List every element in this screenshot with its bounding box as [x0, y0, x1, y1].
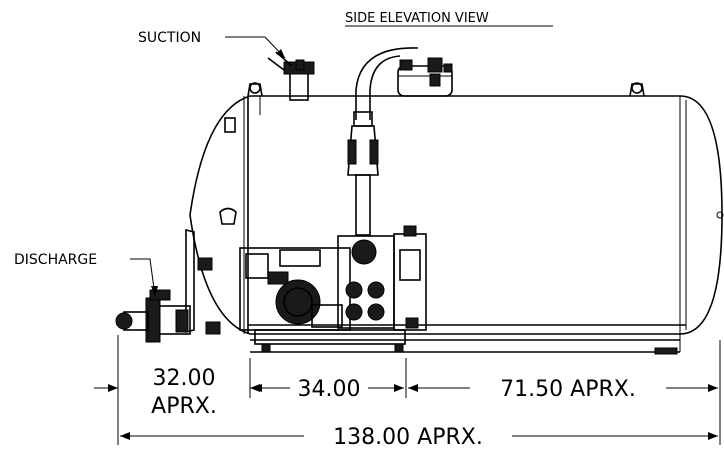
- dimension-front: 32.00 APRX.: [94, 366, 272, 419]
- suction-leader-arrow: [276, 49, 285, 58]
- view-title: SIDE ELEVATION VIEW: [345, 11, 489, 26]
- discharge-hose-pipe: [347, 47, 419, 236]
- dimension-rear-value: 71.50 APRX.: [500, 377, 636, 402]
- pump-engine-skid: [239, 225, 427, 353]
- dimension-pump-skid: 34.00: [252, 377, 404, 402]
- suction-leader: [225, 36, 286, 59]
- dimension-overall: 138.00 APRX.: [120, 425, 718, 450]
- extension-lines: [117, 335, 721, 445]
- dimension-front-note: APRX.: [151, 394, 217, 419]
- dimension-front-value: 32.00: [153, 366, 216, 391]
- manway: [397, 57, 453, 97]
- discharge-leader: [130, 258, 156, 297]
- dimension-rear: 71.50 APRX.: [408, 377, 718, 402]
- suction-callout-label: SUCTION: [138, 30, 201, 46]
- discharge-valve: [115, 228, 221, 343]
- suction-fitting: [267, 51, 315, 101]
- discharge-callout-label: DISCHARGE: [14, 252, 97, 268]
- dimension-overall-value: 138.00 APRX.: [333, 425, 483, 450]
- dimension-pump-skid-value: 34.00: [298, 377, 361, 402]
- tank: [189, 82, 724, 355]
- discharge-leader-arrow: [151, 286, 158, 296]
